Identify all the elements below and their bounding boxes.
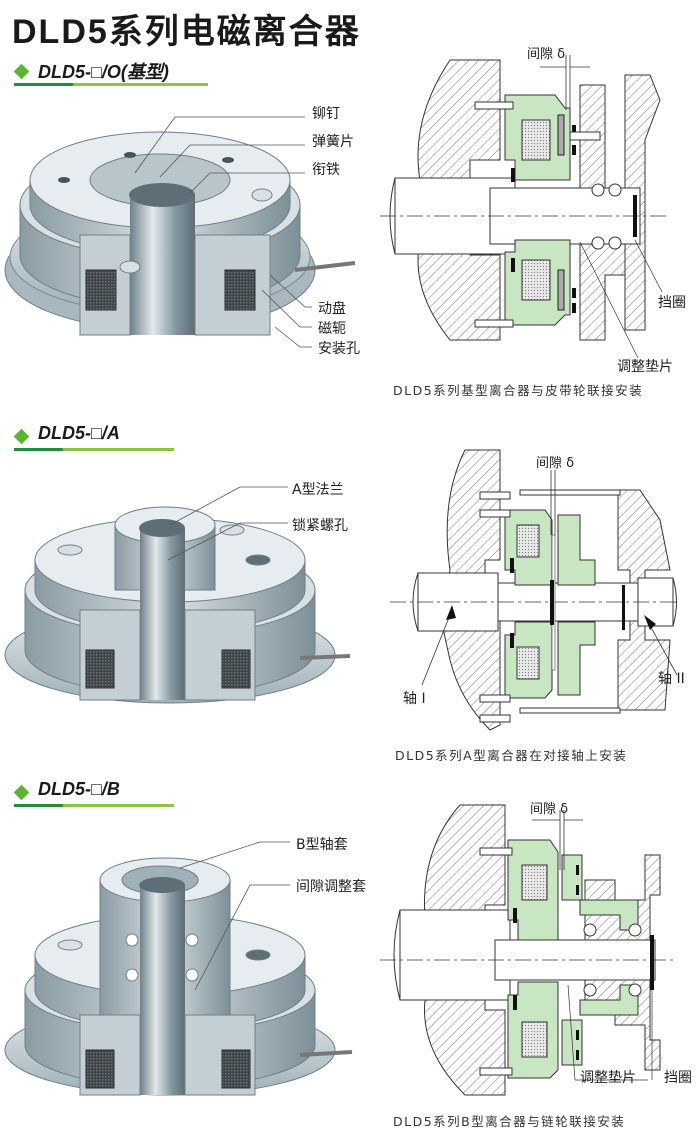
- section-heading-a-type: DLD5-□/A: [13, 423, 208, 453]
- diagram-caption: DLD5系列基型离合器与皮带轮联接安装: [393, 383, 644, 398]
- heading-underline: [14, 448, 174, 451]
- clutch-3d-cutaway-b-type: [4, 841, 353, 1096]
- callout-b-sleeve: B型轴套: [296, 837, 348, 853]
- label-retaining-ring: 挡圈: [658, 295, 686, 311]
- callout-gap-adjusting-sleeve: 间隙调整套: [296, 879, 366, 895]
- section-heading-base: DLD5-□/O(基型): [13, 58, 208, 88]
- callout-locking-screw-hole: 锁紧螺孔: [292, 518, 348, 534]
- diagram-caption: DLD5系列B型离合器与链轮联接安装: [393, 1114, 626, 1129]
- callout-moving-disc: 动盘: [318, 301, 346, 317]
- label-shaft-1: 轴 I: [403, 691, 426, 707]
- callout-armature: 衔铁: [312, 162, 340, 178]
- callout-yoke: 磁轭: [318, 321, 346, 337]
- page-title: DLD5系列电磁离合器: [12, 13, 361, 51]
- gap-label: 间隙 δ: [530, 802, 569, 817]
- clutch-3d-cutaway-a-type: [4, 486, 351, 704]
- installation-diagram-sprocket: [380, 804, 675, 1096]
- gap-label: 间隙 δ: [536, 456, 575, 471]
- callout-rivet: 铆钉: [312, 106, 340, 122]
- gap-label: 间隙 δ: [527, 47, 566, 62]
- installation-diagram-pulley: [380, 55, 670, 359]
- diagram-caption: DLD5系列A型离合器在对接轴上安装: [395, 748, 628, 763]
- heading-underline: [14, 83, 208, 86]
- callout-a-flange: A型法兰: [292, 482, 344, 498]
- diamond-bullet-icon: [13, 63, 30, 80]
- section-heading-label: DLD5-□/O(基型): [38, 62, 169, 82]
- callout-spring-plate: 弹簧片: [312, 134, 354, 150]
- label-adjusting-shim: 调整垫片: [580, 1070, 636, 1086]
- installation-diagram-butt-shaft: [390, 449, 680, 731]
- callout-mounting-hole: 安装孔: [318, 341, 360, 357]
- label-retaining-ring: 挡圈: [664, 1070, 692, 1086]
- diamond-bullet-icon: [13, 784, 30, 801]
- label-shaft-2: 轴 II: [658, 671, 685, 687]
- label-adjusting-shim: 调整垫片: [617, 359, 673, 375]
- section-heading-label: DLD5-□/B: [38, 779, 120, 799]
- section-heading-b-type: DLD5-□/B: [13, 779, 208, 809]
- diamond-bullet-icon: [13, 428, 30, 445]
- section-heading-label: DLD5-□/A: [38, 423, 120, 443]
- heading-underline: [14, 804, 174, 807]
- clutch-3d-cutaway-base: [4, 116, 356, 348]
